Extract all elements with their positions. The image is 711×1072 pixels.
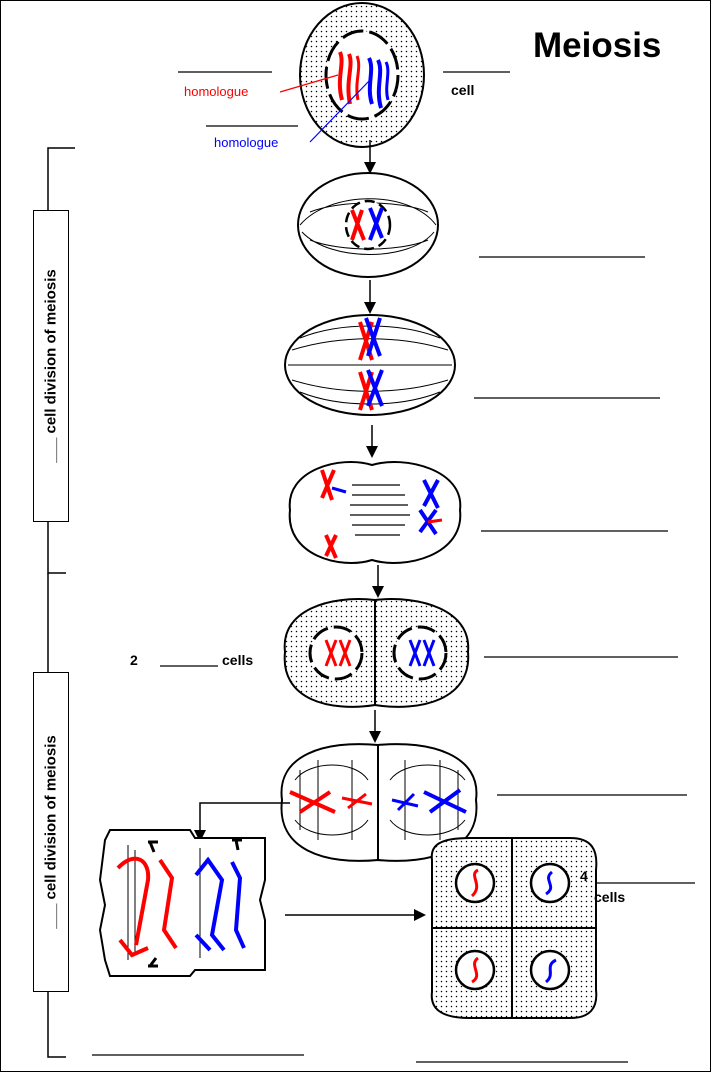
answer-blanks	[92, 71, 695, 1063]
cell-label: cell	[451, 82, 475, 98]
four-daughter-cells	[430, 837, 598, 1019]
homologue-red-label: homologue	[184, 84, 249, 99]
two-daughter-cells	[283, 598, 470, 708]
four-cells-label: cells	[594, 889, 626, 905]
prophase-one-cell	[299, 2, 425, 148]
first-division-label-box: ___ cell division of meiosis	[33, 210, 69, 522]
first-division-label: ___ cell division of meiosis	[42, 269, 60, 463]
homologue-pointers	[279, 74, 371, 143]
second-division-label-box: ___ cell division of meiosis	[33, 672, 69, 992]
second-division-label: ___ cell division of meiosis	[42, 735, 60, 929]
two-cells-number: 2	[130, 652, 138, 668]
anaphase-two-cells	[98, 829, 266, 977]
homologue-blue-label: homologue	[214, 135, 279, 150]
prometaphase-one-cell	[297, 172, 439, 278]
four-cells-number: 4	[580, 868, 588, 884]
arrow-6	[194, 802, 290, 842]
metaphase-one-cell	[284, 314, 456, 416]
page-title: Meiosis	[533, 26, 662, 65]
two-cells-label: cells	[222, 652, 254, 668]
metaphase-two-cells	[280, 743, 478, 862]
anaphase-one-cell	[288, 461, 462, 564]
